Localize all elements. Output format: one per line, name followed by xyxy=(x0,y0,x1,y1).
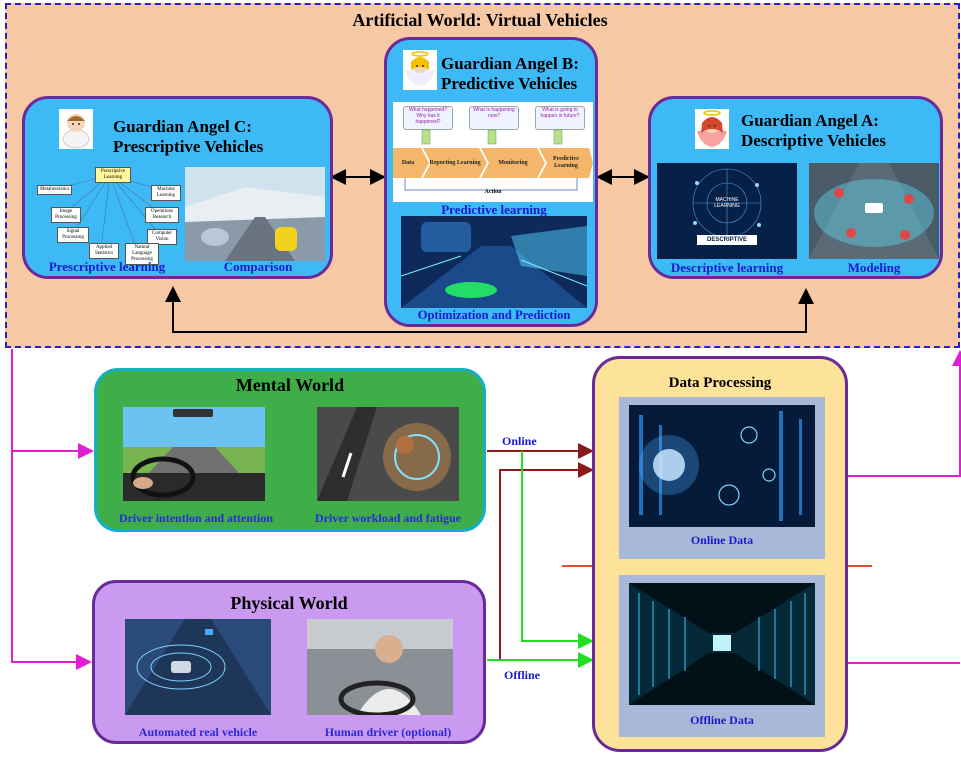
guardian-a-title-2: Descriptive Vehicles xyxy=(741,131,886,150)
step-predictive: Predictive Learning xyxy=(553,156,579,169)
angel-b-icon xyxy=(403,50,437,90)
predictive-learning-label: Predictive learning xyxy=(441,202,547,217)
predictive-diagram: What happened? Why has it happened? What… xyxy=(393,102,593,202)
offline-data-panel: Offline Data xyxy=(619,575,825,737)
descriptive-learning-label: Descriptive learning xyxy=(670,260,784,275)
offline-label: Offline xyxy=(504,668,540,682)
human-driver-image xyxy=(307,619,453,715)
artificial-world-title: Artificial World: Virtual Vehicles xyxy=(352,10,608,30)
guardian-c-title-2: Prescriptive Vehicles xyxy=(113,137,264,156)
img-text-ml: MACHINE LEARNING xyxy=(714,197,740,209)
mind-node: Machine Learning xyxy=(151,185,181,201)
guardian-b-title-1: Guardian Angel B: xyxy=(441,54,579,73)
modeling-image xyxy=(809,163,939,259)
modeling-label: Modeling xyxy=(847,260,901,275)
human-driver-caption: Human driver (optional) xyxy=(324,725,452,739)
img-text-descriptive: DESCRIPTIVE xyxy=(697,235,757,245)
step-data: Data xyxy=(401,159,415,166)
automated-vehicle-image xyxy=(125,619,271,715)
mind-node: Natural Language Processing xyxy=(125,243,159,265)
data-processing-box: Data Processing Online Data xyxy=(592,356,848,752)
mind-node: Image Processing xyxy=(51,207,81,223)
guardian-b-title-2: Predictive Vehicles xyxy=(441,74,578,93)
question-card: What happened? Why has it happened? xyxy=(403,106,453,130)
mental-world-box: Mental World Driver intention and attent… xyxy=(94,368,486,532)
online-data-caption: Online Data xyxy=(690,533,754,547)
angel-a-icon xyxy=(695,109,729,149)
driver-workload-image xyxy=(317,407,459,501)
question-card: What is going to happen in future? xyxy=(535,106,585,130)
mind-node-center: Prescriptive Learning xyxy=(95,167,131,183)
comparison-image xyxy=(185,167,325,261)
prescriptive-learning-label: Prescriptive learning xyxy=(48,259,166,274)
guardian-a-title-1: Guardian Angel A: xyxy=(741,111,879,130)
optimization-image xyxy=(401,216,587,308)
magenta-line-left xyxy=(11,349,92,670)
offline-data-caption: Offline Data xyxy=(690,713,754,727)
mind-node: Operations Research xyxy=(145,207,179,223)
driver-intention-caption: Driver intention and attention xyxy=(118,511,274,525)
physical-world-box: Physical World Automated real vehicle Hu… xyxy=(92,580,486,744)
descriptive-image: MACHINE LEARNING DESCRIPTIVE xyxy=(657,163,797,259)
mind-node: Metaheuristics xyxy=(37,185,73,195)
offline-data-image xyxy=(629,583,815,705)
online-data-image xyxy=(629,405,815,527)
mind-node: Signal Processing xyxy=(57,227,89,243)
online-label: Online xyxy=(502,434,537,448)
data-processing-title: Data Processing xyxy=(668,375,772,391)
guardian-c-title-1: Guardian Angel C: xyxy=(113,117,252,136)
step-reporting: Reporting Learning xyxy=(429,159,481,166)
automated-vehicle-caption: Automated real vehicle xyxy=(138,725,258,739)
angel-c-icon xyxy=(59,109,93,149)
step-monitoring: Monitoring xyxy=(498,159,528,166)
optimization-label: Optimization and Prediction xyxy=(417,308,571,322)
physical-world-title: Physical World xyxy=(230,593,348,613)
driver-attention-image xyxy=(123,407,265,501)
question-card: What is happening now? xyxy=(469,106,519,130)
guardian-c-box: Guardian Angel C: Prescriptive Vehicles … xyxy=(22,96,333,279)
guardian-b-box: Guardian Angel B: Predictive Vehicles Wh… xyxy=(384,37,598,327)
mind-node: Computer Vision xyxy=(147,229,177,245)
prescriptive-mind-map: Prescriptive Learning Metaheuristics Mac… xyxy=(35,163,185,265)
offline-arrow xyxy=(521,451,594,649)
online-data-panel: Online Data xyxy=(619,397,825,559)
guardian-a-box: Guardian Angel A: Descriptive Vehicles M… xyxy=(648,96,943,279)
magenta-line-right xyxy=(848,350,961,477)
mental-world-title: Mental World xyxy=(235,375,345,395)
mind-node: Applied Statistics xyxy=(89,243,119,259)
comparison-label: Comparison xyxy=(223,259,293,274)
driver-workload-caption: Driver workload and fatigue xyxy=(314,511,462,525)
action-label: Action xyxy=(484,189,502,195)
